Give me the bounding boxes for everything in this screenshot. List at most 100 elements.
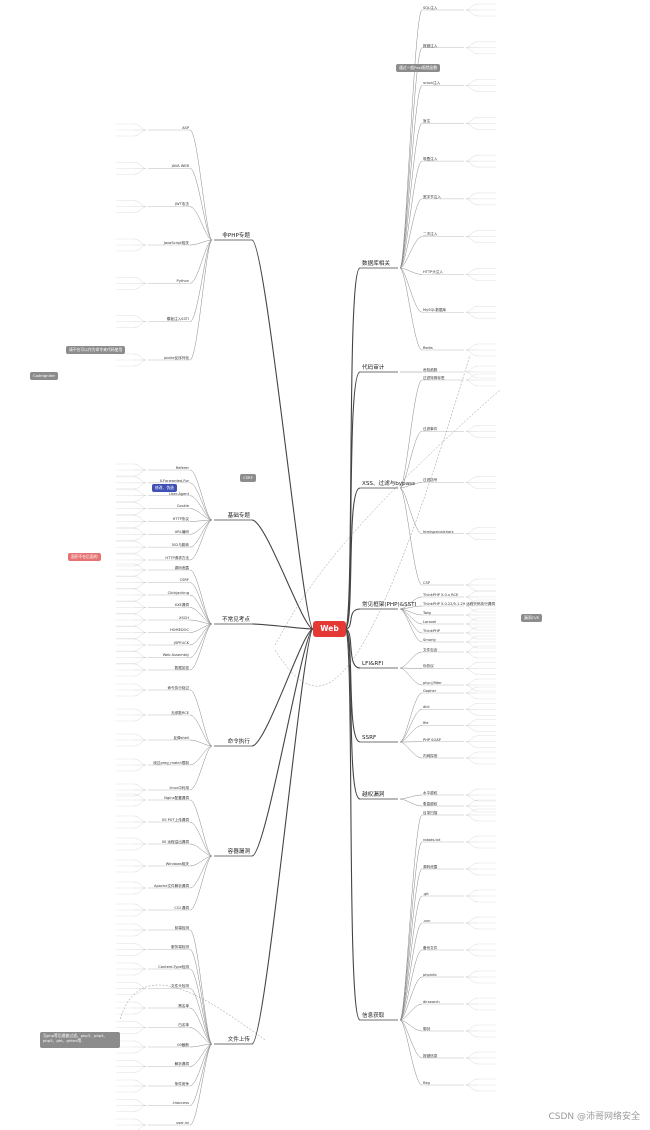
- branch-label[interactable]: 非PHP专题: [222, 233, 250, 239]
- leaf-label: 内网探测: [423, 753, 438, 758]
- leaf-label: union注入: [423, 81, 441, 86]
- leaf-label: CGI 漏洞: [174, 905, 189, 910]
- leaf-label: URL编码: [174, 530, 189, 535]
- leaf-label: IIS PUT上传漏洞: [162, 817, 189, 822]
- leaf-label: CSP: [423, 580, 430, 585]
- leaf-label: user.ini: [176, 1120, 189, 1125]
- branch-label[interactable]: 命令执行: [227, 739, 250, 745]
- annotation-note: 修改、伪造: [152, 484, 177, 492]
- leaf-label: IIS 远程溢出漏洞: [161, 839, 189, 844]
- leaf-label: Windows相关: [165, 861, 189, 866]
- leaf-label: 命令执行绕过: [167, 685, 189, 690]
- leaf-label: robots.txt: [423, 837, 441, 842]
- leaf-label: 条件竞争: [174, 1081, 189, 1086]
- annotation-note: 通过一般Post报错函数: [396, 64, 441, 72]
- leaf-label: ThinkPHP 5.0.x RCE: [423, 592, 459, 597]
- leaf-label: pickle反序列化: [164, 355, 189, 360]
- leaf-label: Apache文件解析漏洞: [154, 883, 189, 888]
- leaf-label: 反弹shell: [173, 735, 189, 740]
- leaf-label: 报错注入: [423, 43, 438, 48]
- leaf-label: 解析漏洞: [174, 1062, 189, 1067]
- leaf-label: 备份文件: [423, 945, 438, 950]
- leaf-label: JAVA WEB: [171, 164, 189, 169]
- branch-label[interactable]: XSS、过滤与bypass: [362, 481, 415, 487]
- leaf-label: 00截断: [177, 1042, 189, 1047]
- leaf-label: MySQL数据库: [423, 308, 447, 313]
- leaf-label: HOMEDOC: [169, 628, 189, 633]
- leaf-label: 报错信息: [423, 1053, 438, 1058]
- leaf-label: 宽字节注入: [423, 194, 441, 199]
- leaf-label: file: [423, 721, 429, 726]
- leaf-label: Cookie: [176, 504, 189, 509]
- branch-label[interactable]: 数据库相关: [362, 261, 390, 267]
- leaf-label: Python: [176, 279, 189, 284]
- annotation-note: CSRF: [240, 474, 256, 482]
- leaf-label: linux中利用: [169, 785, 189, 790]
- leaf-label: dict: [423, 705, 430, 710]
- leaf-label: Content-Type检测: [158, 964, 189, 969]
- leaf-label: 危险函数: [423, 367, 438, 372]
- leaf-label: 白名单: [178, 1023, 189, 1028]
- root-node[interactable]: Web: [313, 621, 346, 637]
- leaf-label: ThinkPHP 5.0.22/5.1.29 远程代码执行漏洞: [423, 601, 495, 606]
- leaf-label: 文件包含: [423, 647, 438, 652]
- leaf-label: 伪协议: [423, 664, 434, 669]
- leaf-label: JSPFUCK: [173, 640, 189, 645]
- branch-label[interactable]: 不常见考点: [222, 617, 250, 623]
- annotation-note: Codeigniter: [30, 372, 59, 380]
- leaf-label: 御剑: [423, 1026, 431, 1031]
- leaf-label: 模板注入SSTI: [166, 317, 189, 322]
- branch-label[interactable]: 容器漏洞: [227, 849, 250, 855]
- leaf-label: 数据加密: [174, 665, 189, 670]
- leaf-label: 过滤事件: [423, 427, 438, 432]
- leaf-label: Laravel: [423, 619, 437, 624]
- leaf-label: Referer: [175, 465, 189, 470]
- leaf-label: ASP: [182, 125, 189, 130]
- branch-label[interactable]: 信息获取: [362, 1013, 385, 1019]
- leaf-label: 堆叠注入: [423, 156, 438, 161]
- leaf-label: 过滤特殊标签: [423, 375, 445, 380]
- leaf-label: Nginx配置漏洞: [164, 795, 189, 800]
- leaf-label: Clickjacking: [167, 590, 189, 595]
- leaf-label: .svn: [423, 918, 431, 923]
- leaf-label: .git: [423, 891, 429, 896]
- leaf-label: XSCH: [179, 615, 189, 620]
- watermark: CSDN @沛哥网络安全: [548, 1112, 640, 1122]
- leaf-label: JavaScript相关: [163, 240, 189, 245]
- annotation-note: 面积不在后面的: [68, 553, 101, 561]
- leaf-label: 302与跳转: [171, 542, 189, 547]
- annotation-note: 当php等后缀被过滤，php3、php4、php5、pht、phtml等: [40, 1032, 120, 1048]
- leaf-label: SQL注入: [423, 5, 438, 10]
- leaf-label: 前端检测: [174, 925, 189, 930]
- leaf-label: User-Agent: [169, 491, 189, 496]
- leaf-label: Smarty: [423, 637, 436, 642]
- leaf-label: XXE漏洞: [174, 603, 189, 608]
- leaf-label: PHP SOAP: [423, 737, 441, 742]
- leaf-label: HTTP协议: [172, 517, 189, 522]
- branch-label[interactable]: LFI&RFI: [362, 661, 384, 667]
- leaf-label: Web Assembly: [162, 653, 189, 658]
- leaf-label: HTTP请求方法: [165, 555, 189, 560]
- leaf-label: 无参数RCE: [171, 710, 189, 715]
- leaf-label: Redis: [423, 345, 433, 350]
- leaf-label: 源码泄露: [423, 864, 438, 869]
- leaf-label: CSRF: [179, 578, 189, 583]
- branch-label[interactable]: 基础专题: [227, 513, 250, 519]
- leaf-label: flag: [423, 1080, 430, 1085]
- leaf-label: 过滤括号: [423, 478, 438, 483]
- leaf-label: ThinkPHP: [423, 628, 440, 633]
- leaf-label: 黑名单: [178, 1003, 189, 1008]
- leaf-label: 服务端检测: [171, 945, 189, 950]
- leaf-label: .htaccess: [172, 1101, 189, 1106]
- leaf-label: 水平越权: [423, 790, 438, 795]
- leaf-label: JWT攻击: [175, 202, 189, 207]
- branch-label[interactable]: 常见框架(PHP)&SSTI: [362, 602, 417, 608]
- leaf-label: HTTP头注入: [423, 270, 443, 275]
- leaf-label: 目录扫描: [423, 810, 438, 815]
- leaf-label: Gopher: [423, 688, 437, 693]
- leaf-label: phpinfo: [423, 972, 437, 977]
- branch-label[interactable]: 文件上传: [227, 1037, 250, 1043]
- branch-label[interactable]: 越权漏洞: [362, 792, 385, 798]
- branch-label[interactable]: 代码审计: [362, 365, 385, 371]
- branch-label[interactable]: SSRF: [362, 735, 377, 741]
